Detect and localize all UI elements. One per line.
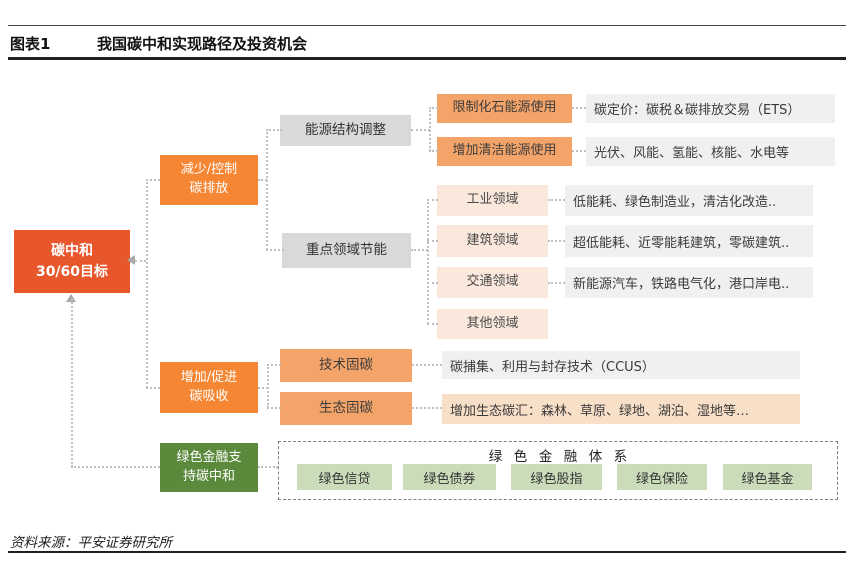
node-increase-absorption: 增加/促进 碳吸收 <box>160 362 258 413</box>
figure-label: 图表1 <box>10 35 51 53</box>
node-eco-sequestration: 生态固碳 <box>280 392 412 425</box>
connector-line <box>572 150 586 152</box>
node-tech-sequestration: 技术固碳 <box>280 349 412 382</box>
connector-line <box>548 282 565 284</box>
green-finance-item-fund: 绿色基金 <box>723 464 812 490</box>
connector-line <box>146 179 148 388</box>
desc-industry: 低能耗、绿色制造业，清洁化改造.. <box>565 185 813 216</box>
connector-line <box>427 323 438 325</box>
connector-line <box>548 199 565 201</box>
bottom-rule <box>8 551 846 553</box>
connector-line <box>71 466 160 468</box>
figure-title: 我国碳中和实现路径及投资机会 <box>97 35 308 53</box>
connector-line <box>548 240 565 242</box>
connector-line <box>429 107 438 109</box>
title-rule <box>8 57 846 60</box>
node-green-finance-support: 绿色金融支 持碳中和 <box>160 443 258 492</box>
arrow-left-icon <box>127 255 135 265</box>
green-finance-item-bond: 绿色债券 <box>403 464 496 490</box>
desc-building: 超低能耗、近零能耗建筑，零碳建筑.. <box>565 225 813 257</box>
connector-line <box>258 387 268 389</box>
node-key-areas-saving: 重点领域节能 <box>282 233 411 268</box>
top-rule <box>8 25 846 26</box>
desc-eco-carbon-sink: 增加生态碳汇：森林、草原、绿地、湖泊、湿地等… <box>442 394 800 424</box>
connector-line <box>429 150 438 152</box>
node-building-area: 建筑领域 <box>437 225 548 257</box>
connector-line <box>71 299 73 467</box>
connector-line <box>427 282 438 284</box>
source-note: 资料来源：平安证券研究所 <box>10 535 172 551</box>
node-other-area: 其他领域 <box>437 309 548 339</box>
green-finance-item-credit: 绿色信贷 <box>297 464 392 490</box>
green-finance-system-title: 绿色金融体系 <box>488 449 639 465</box>
connector-line <box>266 129 268 250</box>
connector-line <box>258 179 267 181</box>
connector-line <box>411 249 428 251</box>
connector-line <box>427 199 429 324</box>
green-finance-system-box: 绿色金融体系 绿色信贷 绿色债券 绿色股指 绿色保险 绿色基金 <box>278 441 838 500</box>
arrow-up-icon <box>66 294 76 302</box>
connector-line <box>412 364 442 366</box>
connector-line <box>146 179 160 181</box>
connector-line <box>267 407 281 409</box>
desc-transport: 新能源汽车，铁路电气化，港口岸电.. <box>565 267 813 298</box>
desc-clean-energy-types: 光伏、风能、氢能、核能、水电等 <box>586 137 835 166</box>
green-finance-item-stock-index: 绿色股指 <box>511 464 602 490</box>
connector-line <box>266 249 284 251</box>
desc-ccus: 碳捕集、利用与封存技术（CCUS） <box>442 351 800 379</box>
node-reduce-control-emissions: 减少/控制 碳排放 <box>160 155 258 205</box>
connector-line <box>135 260 146 262</box>
desc-carbon-pricing: 碳定价：碳税＆碳排放交易（ETS） <box>586 94 835 123</box>
node-energy-structure-adjust: 能源结构调整 <box>280 115 411 146</box>
node-increase-clean-energy: 增加清洁能源使用 <box>437 137 572 166</box>
node-limit-fossil-energy: 限制化石能源使用 <box>437 94 572 123</box>
green-finance-item-insurance: 绿色保险 <box>617 464 707 490</box>
connector-line <box>412 407 442 409</box>
node-carbon-neutral-goal: 碳中和 30/60目标 <box>14 230 130 293</box>
connector-line <box>266 129 282 131</box>
connector-line <box>258 466 278 468</box>
connector-line <box>267 364 281 366</box>
connector-line <box>427 199 438 201</box>
connector-line <box>146 387 160 389</box>
connector-line <box>429 107 431 151</box>
connector-line <box>572 107 586 109</box>
node-industry-area: 工业领域 <box>437 185 548 216</box>
node-transport-area: 交通领域 <box>437 267 548 298</box>
connector-line <box>411 129 430 131</box>
connector-line <box>427 240 438 242</box>
connector-line <box>267 364 269 408</box>
